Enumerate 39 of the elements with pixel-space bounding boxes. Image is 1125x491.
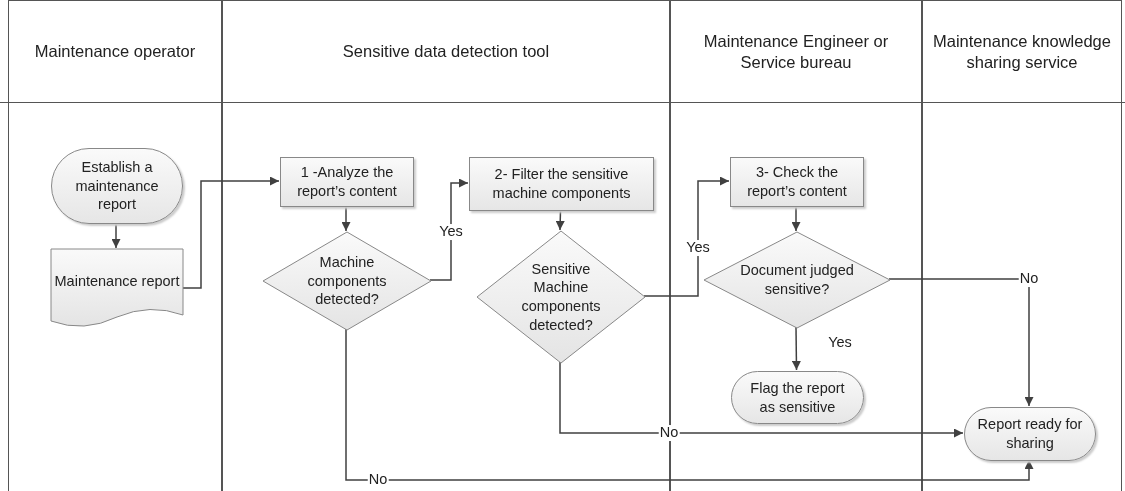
process-box <box>730 157 864 207</box>
process-box <box>469 157 654 211</box>
arrow <box>341 205 351 232</box>
document-shape <box>51 249 183 329</box>
edge-label: Yes <box>685 240 711 256</box>
process-box <box>280 157 414 207</box>
swimlane <box>8 0 222 491</box>
terminal-shape <box>51 148 183 224</box>
lane-header: Sensitive data detection tool <box>341 41 551 63</box>
swimlane <box>922 0 1122 491</box>
node-text: Establish a maintenance report <box>74 158 160 214</box>
arrow <box>888 278 1034 407</box>
decision-diamond <box>477 231 645 363</box>
edge-label: No <box>1018 271 1040 287</box>
node-text: Sensitive Machine components detected? <box>520 259 602 335</box>
node-text: Maintenance report <box>54 271 180 291</box>
edge-label: Yes <box>438 224 464 240</box>
lane-header: Maintenance operator <box>33 41 197 63</box>
arrow <box>643 176 730 297</box>
decision-diamond <box>263 232 431 330</box>
arrow <box>181 176 280 289</box>
edge-label: No <box>658 425 680 441</box>
node-text: 1 -Analyze the report’s content <box>296 163 398 201</box>
node-text: Machine components detected? <box>306 253 388 309</box>
node-text: Report ready for sharing <box>976 415 1084 453</box>
node-text: Document judged sensitive? <box>739 261 855 299</box>
terminal-shape <box>731 371 864 424</box>
node-text: Flag the report as sensitive <box>749 378 846 417</box>
lane-header: Maintenance knowledge sharing service <box>932 30 1112 73</box>
terminal-shape <box>964 407 1096 461</box>
arrow <box>791 326 801 371</box>
arrow <box>345 328 1034 481</box>
node-text: 3- Check the report’s content <box>746 163 848 201</box>
node-text: 2- Filter the sensitive machine components <box>491 165 632 203</box>
arrow <box>559 361 964 438</box>
arrow <box>111 222 121 249</box>
lane-header: Maintenance Engineer or Service bureau <box>702 30 890 73</box>
arrow <box>791 205 801 232</box>
arrow <box>555 209 565 231</box>
